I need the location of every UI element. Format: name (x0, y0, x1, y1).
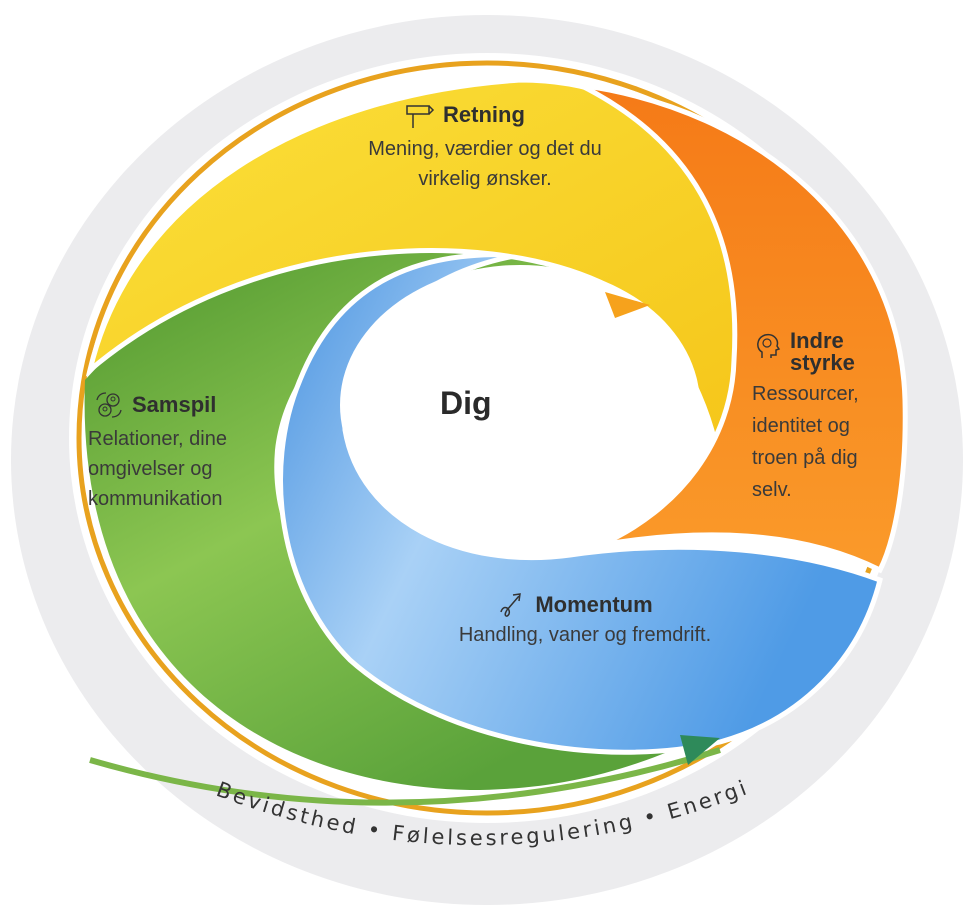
arrow-head-icon (605, 292, 650, 318)
indre-styrke-description-line: identitet og (752, 415, 850, 437)
samspil-description-line: omgivelser og (88, 458, 213, 480)
indre-styrke-segment (578, 82, 908, 574)
samspil-description-line: kommunikation (88, 488, 223, 510)
people-cycle-icon (96, 392, 122, 418)
arrow-head-icon (680, 735, 720, 765)
retning-label: Retning Mening, værdier og det du virkel… (345, 100, 625, 194)
momentum-description: Handling, vaner og fremdrift. (458, 624, 712, 646)
momentum-title: Momentum (535, 592, 653, 617)
indre-styrke-description-line: selv. (752, 479, 792, 501)
momentum-label: Momentum Handling, vaner og fremdrift. (420, 590, 750, 650)
retning-title: Retning (443, 102, 525, 127)
center-circle (340, 265, 700, 545)
samspil-description-line: Relationer, dine (88, 428, 227, 450)
indre-styrke-title-2: styrke (790, 350, 855, 375)
center-label: Dig (440, 385, 492, 421)
samspil-label: Samspil Relationer, dine omgivelser og k… (88, 390, 227, 514)
indre-styrke-description-line: Ressourcer, (752, 383, 859, 405)
growth-arrow-icon (500, 593, 522, 617)
signpost-icon (406, 105, 435, 128)
indre-styrke-description-line: troen på dig (752, 447, 858, 469)
retning-description: Mening, værdier og det du virkelig ønske… (368, 138, 602, 190)
samspil-title: Samspil (132, 392, 217, 417)
head-brain-icon (757, 333, 781, 358)
indre-styrke-title-1: Indre (790, 328, 844, 353)
samspil-segment (84, 250, 700, 790)
momentum-segment (278, 251, 883, 755)
